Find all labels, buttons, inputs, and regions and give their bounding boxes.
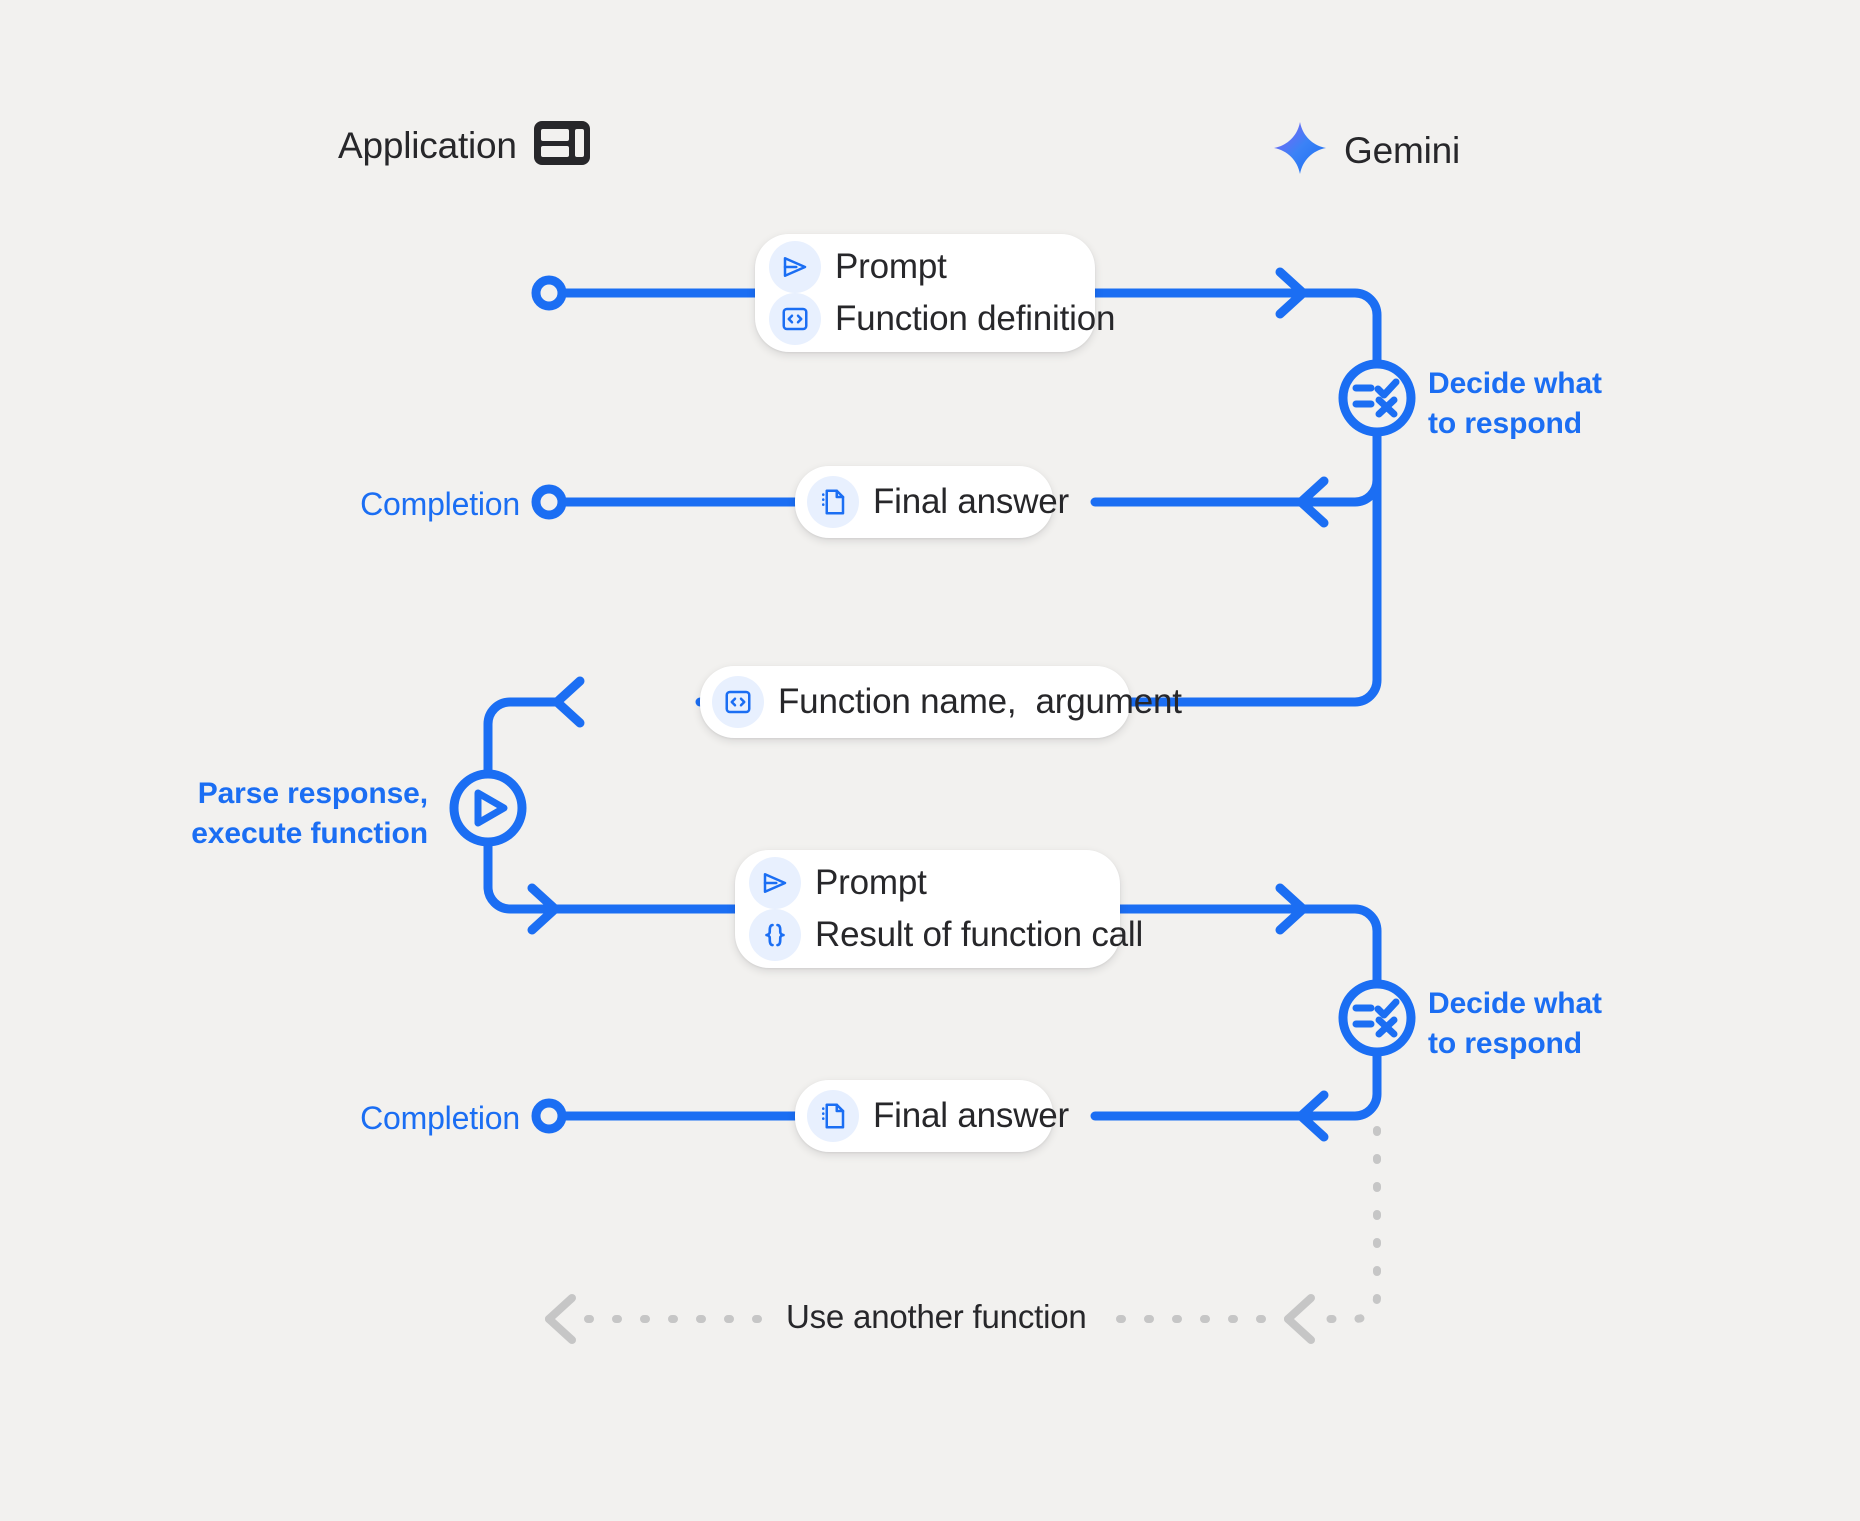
card-label: Prompt [835,247,947,286]
message-card-function-call[interactable]: Function name, argument [700,666,1182,738]
loop-back-path [545,1126,1381,1323]
card-label: Function definition [835,299,1116,338]
actor-gemini-label: Gemini [1344,129,1460,171]
actor-gemini: Gemini [1272,120,1460,181]
message-card-final-answer-two[interactable]: Final answer [795,1080,1069,1152]
actor-application: Application [338,120,591,171]
annotation-decide-what-to-respond-one: Decide what to respond [1428,367,1602,440]
completion-label-one: Completion [360,486,520,522]
send-icon [749,857,801,909]
card-label: Final answer [873,1096,1070,1135]
card-label: Function name, argument [778,682,1182,721]
message-card-final-answer-one[interactable]: Final answer [795,466,1069,538]
card-row: Prompt [769,241,1063,293]
curly-braces-icon [749,909,801,961]
message-card-request-one[interactable]: Prompt Function definition [755,234,1115,352]
card-row: Prompt [749,857,1088,909]
annotation-decide-what-to-respond-two: Decide what to respond [1428,987,1602,1060]
code-brackets-icon [712,676,764,728]
decision-node-two [1338,979,1416,1057]
dashboard-icon [533,120,591,171]
gemini-sparkle-icon [1272,120,1328,181]
card-row: Result of function call [749,909,1143,961]
send-icon [769,241,821,293]
card-row: Final answer [807,1090,1069,1142]
actor-application-label: Application [338,124,517,166]
card-row: Function definition [769,293,1115,345]
document-icon [807,476,859,528]
card-row: Function name, argument [712,676,1182,728]
card-row: Final answer [807,476,1069,528]
completion-label-two: Completion [360,1100,520,1136]
card-label: Result of function call [815,915,1144,954]
annotation-parse-response-execute-function: Parse response, execute function [191,777,428,850]
loop-label-use-another-function: Use another function [770,1298,1103,1336]
message-card-request-two[interactable]: Prompt Result of function call [735,850,1143,968]
parse-execute-node [449,769,562,914]
code-brackets-icon [769,293,821,345]
card-label: Final answer [873,482,1070,521]
card-label: Prompt [815,863,927,902]
decision-node-one [1125,359,1416,707]
document-icon [807,1090,859,1142]
